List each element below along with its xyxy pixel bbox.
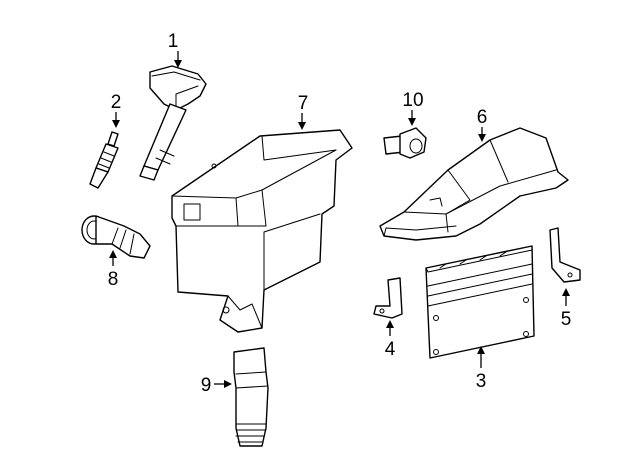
- callout-6: 6: [477, 107, 488, 142]
- duct-part[interactable]: [233, 347, 269, 447]
- callout-7: 7: [298, 93, 309, 130]
- callout-label-5: 5: [561, 309, 572, 330]
- intake-hose-part[interactable]: [81, 215, 151, 259]
- callout-2: 2: [111, 92, 122, 128]
- engine-control-module-part[interactable]: [425, 245, 535, 359]
- callout-8: 8: [108, 250, 119, 290]
- callout-1: 1: [168, 31, 182, 68]
- bracket-part-5[interactable]: [549, 227, 581, 283]
- callout-10: 10: [402, 90, 424, 126]
- spark-plug-part[interactable]: [89, 131, 119, 189]
- callout-label-1: 1: [168, 31, 179, 52]
- callout-label-9: 9: [201, 375, 212, 396]
- leader-arrow-1: [174, 60, 182, 68]
- callout-label-3: 3: [476, 371, 487, 392]
- callout-label-10: 10: [402, 90, 423, 111]
- bracket-part-4[interactable]: [373, 277, 403, 319]
- air-cleaner-cover-part[interactable]: [379, 127, 569, 241]
- callout-5: 5: [561, 288, 572, 330]
- leader-arrow-8: [109, 250, 117, 258]
- leader-arrow-9: [224, 380, 232, 388]
- callout-label-4: 4: [385, 339, 396, 360]
- leader-arrow-4: [386, 320, 394, 328]
- callout-label-8: 8: [108, 269, 119, 290]
- leader-arrow-2: [112, 120, 120, 128]
- leader-arrow-6: [478, 134, 486, 142]
- ignition-coil-part[interactable]: [139, 65, 207, 181]
- callout-9: 9: [201, 375, 232, 396]
- callout-4: 4: [385, 320, 396, 360]
- leader-arrow-5: [562, 288, 570, 296]
- leader-arrow-10: [408, 118, 416, 126]
- sensor-part[interactable]: [383, 127, 427, 159]
- callout-3: 3: [476, 346, 487, 392]
- leader-arrow-3: [477, 346, 485, 354]
- callout-label-2: 2: [111, 92, 122, 113]
- callout-label-6: 6: [477, 107, 488, 128]
- callout-label-7: 7: [298, 93, 309, 114]
- air-cleaner-housing-part[interactable]: [171, 129, 353, 333]
- leader-arrow-7: [298, 122, 306, 130]
